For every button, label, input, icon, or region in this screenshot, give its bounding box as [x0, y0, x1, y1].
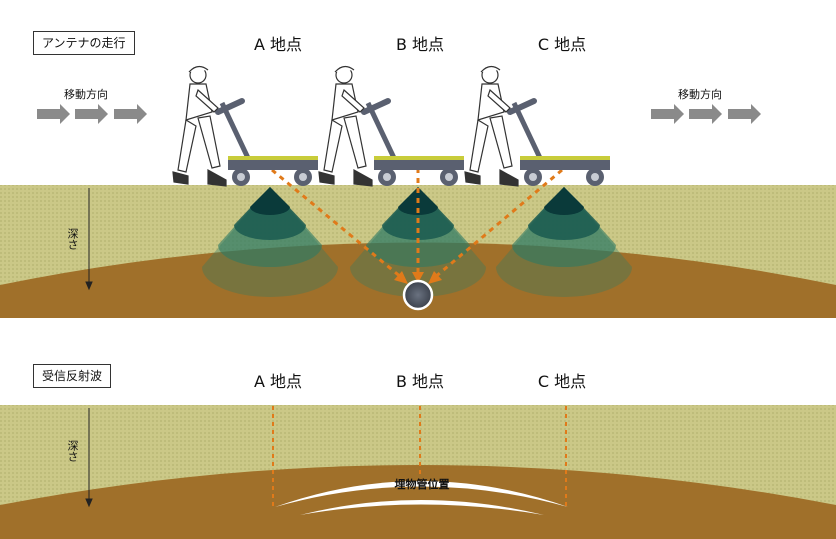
operator-cart-a	[172, 65, 318, 187]
point-label-c-bottom: C 地点	[537, 372, 587, 391]
vertical-markers	[272, 406, 567, 506]
point-label-b-bottom: B 地点	[395, 372, 445, 391]
operator	[172, 65, 227, 187]
direction-arrows-left	[37, 104, 147, 124]
direction-label-right: 移動方向	[678, 88, 722, 101]
operator	[318, 65, 373, 187]
operator-cart-b	[318, 65, 464, 187]
bottom-panel	[0, 405, 836, 539]
point-label-c-top: C 地点	[537, 35, 587, 54]
operator	[464, 65, 519, 187]
top-panel	[0, 65, 836, 318]
operator-cart-c	[464, 65, 610, 187]
depth-arrow-bottom	[85, 408, 93, 508]
reflection-hyperbolas	[275, 481, 568, 515]
direction-label-left: 移動方向	[64, 88, 108, 101]
rays	[271, 168, 563, 280]
depth-label-bottom: 深さ	[66, 440, 79, 462]
wave-cone-c	[496, 187, 632, 297]
section-title-received-reflection: 受信反射波	[33, 364, 112, 388]
section-title-antenna-travel: アンテナの走行	[33, 31, 135, 55]
depth-label-top: 深さ	[66, 228, 79, 250]
depth-arrow-top	[85, 188, 93, 291]
ray-arrowheads	[394, 271, 442, 284]
direction-arrows-right	[651, 104, 761, 124]
pipe-position-label: 埋物管位置	[394, 478, 450, 491]
point-label-b-top: B 地点	[395, 35, 445, 54]
cart	[361, 98, 464, 186]
wave-cone-a	[202, 187, 338, 297]
point-label-a-bottom: A 地点	[253, 372, 303, 391]
cart	[507, 98, 610, 186]
point-label-a-top: A 地点	[253, 35, 303, 54]
cart	[215, 98, 318, 186]
buried-pipe	[402, 279, 434, 311]
